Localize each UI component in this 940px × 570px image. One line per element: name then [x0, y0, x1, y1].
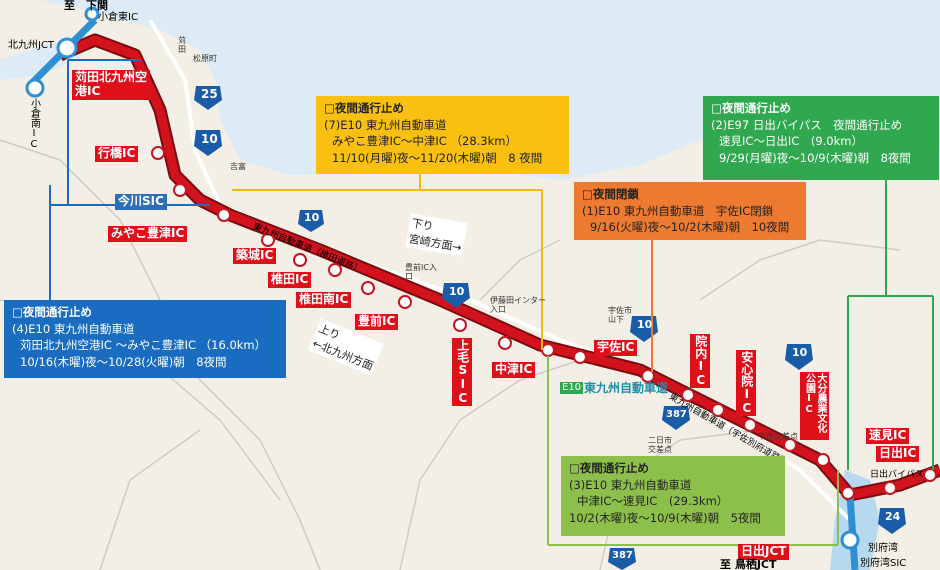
kitakyushu-jct-label: 北九州JCT	[8, 40, 55, 51]
box2-head: □夜間通行止め	[711, 101, 791, 115]
expressway	[58, 35, 940, 500]
place-ibana: 伊藤田インター入口	[490, 296, 546, 315]
hiji-bypass-label: 日出バイパス	[870, 470, 924, 480]
ic-ajimu: 安心院IC	[736, 350, 756, 416]
box1-head: □夜間閉鎖	[582, 187, 639, 201]
kitakyushu-jct-marker	[56, 37, 78, 59]
route-24-label: 24	[885, 510, 901, 523]
box4-l2: 苅田北九州空港IC ～みやこ豊津IC （16.0km）	[20, 338, 267, 353]
box1-l1: (1)E10 東九州自動車道 宇佐IC閉鎖	[582, 203, 774, 218]
to-tosu: 至 鳥栖JCT	[720, 558, 777, 570]
box-closure-4: □夜間通行止め (4)E10 東九州自動車道 苅田北九州空港IC ～みやこ豊津I…	[4, 300, 286, 378]
kokura-minami-marker	[25, 78, 45, 98]
place-matsuura: 松原町	[193, 54, 217, 63]
kokura-higashi-marker	[84, 6, 100, 22]
e10-badge: E10	[560, 382, 584, 394]
box7-l1: (7)E10 東九州自動車道	[324, 117, 447, 132]
box-closure-3: □夜間通行止め (3)E10 東九州自動車道 中津IC～速見IC (29.3km…	[561, 456, 785, 536]
box1-l2: 9/16(火曜)夜～10/2(木曜)朝 10夜間	[590, 220, 790, 235]
place-shimoichi: 下市交差点	[758, 432, 798, 441]
route-10-label-d: 10	[637, 318, 653, 331]
route-10-label-c: 10	[449, 285, 465, 298]
route-387-label-a: 387	[666, 409, 687, 420]
place-usashi: 宇佐市山下	[608, 306, 632, 325]
ic-usa: 宇佐IC	[594, 340, 638, 356]
to-shimonoseki: 至 下関	[64, 0, 108, 12]
route-10-label-a: 10	[201, 132, 218, 146]
box-closure-1: □夜間閉鎖 (1)E10 東九州自動車道 宇佐IC閉鎖 9/16(火曜)夜～10…	[574, 182, 806, 240]
jct-hiji: 日出JCT	[738, 544, 790, 560]
box3-l1: (3)E10 東九州自動車道	[569, 477, 692, 492]
ic-buzen: 豊前IC	[355, 314, 399, 330]
box3-l2: 中津IC～速見IC (29.3km）	[577, 494, 729, 509]
box-closure-2: □夜間通行止め (2)E97 日出バイパス 夜間通行止め 速見IC～日出IC (…	[703, 96, 939, 180]
ic-shiida: 椎田IC	[268, 272, 312, 288]
ic-hiji: 日出IC	[876, 446, 920, 462]
route-10-label-e: 10	[792, 346, 808, 359]
ic-miyako: みやこ豊津IC	[108, 226, 188, 242]
ic-kouge: 上毛SIC	[452, 338, 472, 406]
box7-l3: 11/10(月曜)夜～11/20(木曜)朝 8 夜間	[332, 151, 543, 166]
box2-l1: (2)E97 日出バイパス 夜間通行止め	[711, 117, 903, 132]
e10-name: 東九州自動車道	[584, 381, 669, 395]
route-10-label-b: 10	[304, 211, 320, 224]
box7-l2: みやこ豊津IC～中津IC （28.3km）	[332, 134, 517, 149]
box-closure-7: □夜間通行止め (7)E10 東九州自動車道 みやこ豊津IC～中津IC （28.…	[316, 96, 569, 174]
place-buzen-in: 豊前IC入口	[405, 263, 437, 282]
box2-l2: 速見IC～日出IC (9.0km）	[719, 134, 863, 149]
beppu-sic-label: 別府湾SIC	[860, 558, 907, 569]
place-yoshitomi: 吉富	[230, 162, 246, 171]
box4-l3: 10/16(木曜)夜～10/28(火曜)朝 8夜間	[20, 355, 227, 370]
ic-hayami: 速見IC	[866, 428, 910, 444]
kokura-higashi-label: 小倉東IC	[98, 12, 138, 23]
place-kanda: 苅田	[178, 36, 186, 55]
ic-nakatsu: 中津IC	[492, 362, 536, 378]
ic-chikujo: 築城IC	[233, 248, 277, 264]
ic-yukuhashi: 行橋IC	[95, 146, 139, 162]
ic-oita-noken: 大分農業文化公園IC	[800, 372, 829, 440]
ic-innai: 院内IC	[690, 334, 710, 388]
box4-l1: (4)E10 東九州自動車道	[12, 321, 135, 336]
route-25-label: 25	[201, 87, 218, 101]
hiji-jct-marker	[840, 530, 860, 550]
route-shields	[194, 86, 906, 570]
kokura-minami-label: 小倉南IC	[28, 98, 40, 150]
ic-markers	[151, 146, 937, 500]
ic-imagawa: 今川SIC	[115, 194, 167, 210]
place-futakuchi: 二日市交差点	[648, 436, 672, 455]
ic-shiida-minami: 椎田南IC	[296, 292, 352, 308]
box4-head: □夜間通行止め	[12, 305, 92, 319]
closure-lines	[49, 59, 934, 546]
route-387-label-b: 387	[612, 550, 633, 561]
box2-l3: 9/29(月曜)夜～10/9(木曜)朝 8夜間	[719, 151, 911, 166]
box3-head: □夜間通行止め	[569, 461, 649, 475]
box7-head: □夜間通行止め	[324, 101, 404, 115]
box3-l3: 10/2(木曜)夜～10/9(木曜)朝 5夜間	[569, 511, 761, 526]
ic-kanda: 苅田北九州空港IC	[72, 70, 150, 100]
route-10	[148, 18, 852, 522]
beppu-bay-label: 別府湾	[868, 543, 898, 554]
